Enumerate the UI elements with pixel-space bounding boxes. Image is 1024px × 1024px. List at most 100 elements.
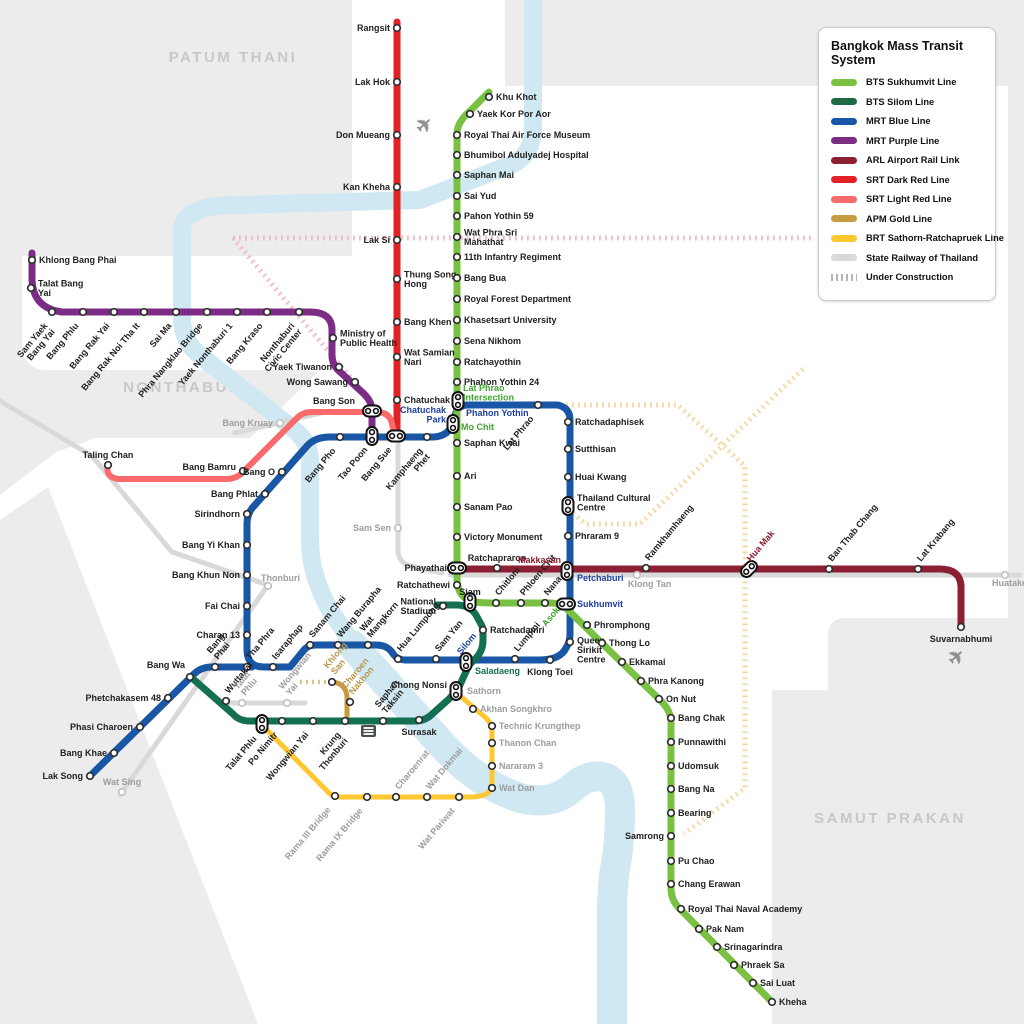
station-taling-chan: Taling Chan <box>83 450 134 470</box>
station-rama-ix-bridge: Rama IX Bridge <box>314 792 372 863</box>
station-dot <box>694 924 704 934</box>
station-dot <box>712 942 722 952</box>
station-dot <box>563 472 573 482</box>
station-label-bang-khun-non: Bang Khun Non <box>172 570 240 580</box>
station-label-phasi-charoen: Phasi Charoen <box>70 722 133 732</box>
station-dot <box>392 235 402 245</box>
station-royal-thai-air-force-museum: Royal Thai Air Force Museum <box>452 130 590 140</box>
station-dot <box>452 580 462 590</box>
legend-item-label: SRT Light Red Line <box>866 194 952 204</box>
station-dot <box>393 523 403 533</box>
legend-title: Bangkok Mass Transit System <box>831 39 963 67</box>
line-swatch-icon <box>831 117 857 125</box>
station-dot <box>232 307 242 317</box>
station-dot <box>210 662 220 672</box>
interchange-phayathai <box>447 561 467 575</box>
station-sena-nikhom: Sena Nikhom <box>452 336 521 346</box>
station-dot <box>666 737 676 747</box>
station-ratchayothin: Ratchayothin <box>452 357 521 367</box>
station-dot <box>340 716 350 726</box>
station-dot <box>392 182 402 192</box>
station-bang-chak: Bang Chak <box>666 713 726 723</box>
station-label-taling-chan: Taling Chan <box>83 450 134 460</box>
station-charoenrat: Charoenrat <box>391 748 431 802</box>
station-dot <box>392 274 402 284</box>
station-dot <box>109 307 119 317</box>
line-swatch-icon <box>831 78 857 86</box>
line-arl <box>455 565 965 628</box>
bts-logo-icon <box>361 725 376 737</box>
label-sathorn: Sathorn <box>467 686 501 696</box>
station-phraram-9: Phraram 9 <box>563 531 619 541</box>
legend-item-label: ARL Airport Rail Link <box>866 155 960 165</box>
line-swatch-icon <box>831 215 857 222</box>
station-dot <box>452 273 462 283</box>
station-label-ratchadamri: Ratchadamri <box>490 625 545 635</box>
station-dot <box>345 697 355 707</box>
station-dot <box>305 640 315 650</box>
station-pak-nam: Pak Nam <box>694 924 744 934</box>
station-dot <box>533 400 543 410</box>
interchange-sukhumvit-asok <box>556 597 576 611</box>
station-dot <box>824 564 834 574</box>
region-shade <box>0 256 318 495</box>
line-swatch-icon <box>831 176 857 183</box>
station-label-bang-phlat: Bang Phlat <box>211 489 258 499</box>
station-dot <box>465 109 475 119</box>
station-label-samrong: Samrong <box>625 831 664 841</box>
station-sai-yud: Sai Yud <box>452 191 496 201</box>
station-dot <box>392 23 402 33</box>
station-label-kan-kheha: Kan Kheha <box>343 182 391 192</box>
station-label-thonburi: Thonburi <box>261 573 300 583</box>
station-pu-chao: Pu Chao <box>666 856 715 866</box>
station-samrong: Samrong <box>625 831 676 841</box>
station-label-lat-krabang: Lat Krabang <box>915 517 956 564</box>
station-label-surasak: Surasak <box>401 727 437 737</box>
station-label-ban-thab-chang: Ban Thab Chang <box>826 502 880 563</box>
station-label-wat-pariwat: Wat Pariwat <box>416 806 456 851</box>
station-udomsuk: Udomsuk <box>666 761 720 771</box>
airplane-icon: ✈ <box>411 112 438 140</box>
station-phetchakasem-48: Phetchakasem 48 <box>85 693 173 703</box>
legend-item-brt-sathorn-ratchapruek-line: BRT Sathorn-Ratchapruek Line <box>831 233 1004 243</box>
station-dot <box>330 791 340 801</box>
legend-item-label: BRT Sathorn-Ratchapruek Line <box>866 233 1004 243</box>
station-label-royal-thai-air-force-museum: Royal Thai Air Force Museum <box>464 130 590 140</box>
station-khlong-bang-phai: Khlong Bang Phai <box>27 255 117 265</box>
station-dot <box>666 879 676 889</box>
station-dot <box>452 170 462 180</box>
station-dot <box>392 77 402 87</box>
station-victory-monument: Victory Monument <box>452 532 542 542</box>
station-ban-thab-chang: Ban Thab Chang <box>824 502 880 574</box>
line-swatch-icon <box>831 156 857 164</box>
station-saphan-kwai: Saphan Kwai <box>452 438 520 448</box>
station-label-ratchaprarop: Ratchaprarop <box>468 553 527 563</box>
station-bang-na: Bang Na <box>666 784 716 794</box>
station-label-phra-kanong: Phra Kanong <box>648 676 704 686</box>
station-dot <box>238 466 248 476</box>
station-ratchadaphisek: Ratchadaphisek <box>563 417 645 427</box>
interchange-bang-sue <box>386 429 406 443</box>
station-dot <box>452 130 462 140</box>
station-label-sai-luat: Sai Luat <box>760 978 795 988</box>
station-label-bang-o: Bang O <box>243 467 275 477</box>
station-bang-yi-khan: Bang Yi Khan <box>182 540 252 550</box>
station-thonburi: Thonburi <box>261 573 300 591</box>
station-label-ari: Ari <box>464 471 477 481</box>
line-swatch-icon <box>831 195 857 203</box>
station-dot <box>85 771 95 781</box>
station-kheha: Kheha <box>767 997 808 1007</box>
label-phahon-yothin: Phahon Yothin <box>466 408 529 418</box>
station-dot <box>487 738 497 748</box>
station-dot <box>263 581 273 591</box>
station-dot <box>334 362 344 372</box>
station-dot <box>333 640 343 650</box>
station-dot <box>308 716 318 726</box>
